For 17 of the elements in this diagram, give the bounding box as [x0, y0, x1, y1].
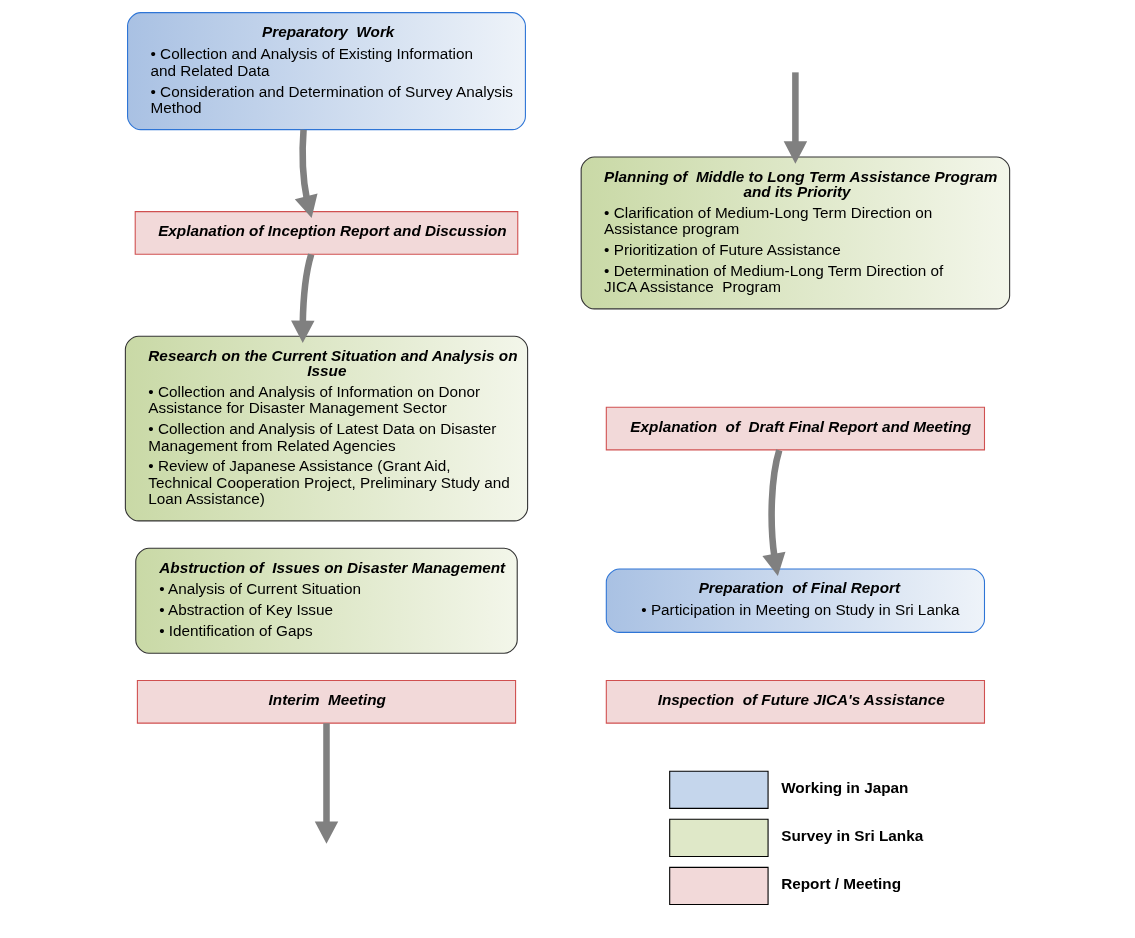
- arrow: [783, 72, 808, 164]
- node-box: Interim Meeting: [136, 679, 517, 724]
- legend-label: Survey in Sri Lanka: [781, 826, 924, 844]
- arrow: [291, 253, 315, 343]
- node-box: Explanation of Draft Final Report and Meeting: [605, 406, 986, 451]
- node-box: Preparation of Final Report • Participation in Meeting on Study in Sri Lanka: [605, 568, 986, 633]
- legend-label: Working in Japan: [781, 778, 909, 796]
- node-box: Research on the Current Situation and Analysis on Issue • Collection and Analysis of Information on Donor Assistance for Disaster Management Sector • Collection and Analysis of Latest Data on Disaster Management from Related Agencies • Review of Japanese Assistance (Grant Aid, Technical Cooperation Project, Preliminary Study and Loan Assistance): [124, 335, 529, 522]
- node-box: Abstruction of Issues on Disaster Management • Analysis of Current Situation • Abstraction of Key Issue • Identification of Gaps: [135, 547, 518, 654]
- arrow: [762, 449, 786, 576]
- node-box: Explanation of Inception Report and Discussion: [134, 211, 519, 255]
- legend-label: Report / Meeting: [781, 874, 902, 892]
- arrow: [314, 723, 339, 844]
- node-box: Inspection of Future JICA's Assistance: [605, 679, 986, 724]
- node-box: Preparatory Work • Collection and Analysis of Existing Information and Related Data • Consideration and Determination of Survey Analysis Method: [127, 12, 526, 131]
- arrow: [294, 129, 318, 219]
- node-box: Planning of Middle to Long Term Assistance Program and its Priority • Clarification of Medium-Long Term Direction on Assistance program • Prioritization of Future Assistance • Determination of Medium-Long Term Direction of JICA Assistance Program: [580, 156, 1011, 310]
